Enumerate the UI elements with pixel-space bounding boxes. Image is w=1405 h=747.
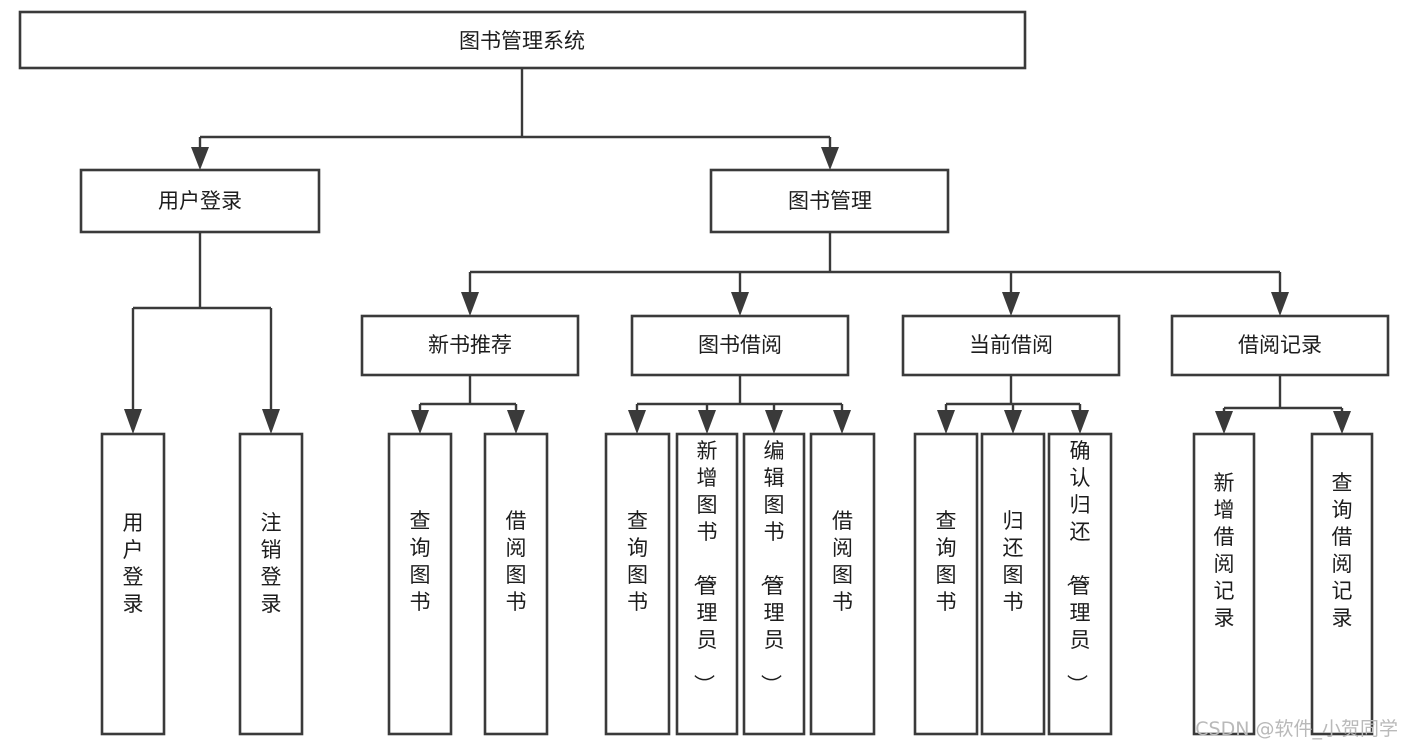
arrow-bookborrow-leaf-3 <box>765 410 783 434</box>
leaf-node-layer: 用户登录 注销登录 查询图书 借阅图书 查询图书 新增图书（管理员） 编辑图书（管理员） 借阅… <box>100 432 1374 736</box>
borrow-records-label: 借阅记录 <box>1238 333 1322 357</box>
leaf-label: 查询借阅记录 <box>1332 471 1353 630</box>
arrow-bookborrow-leaf-2 <box>698 410 716 434</box>
leaf-box <box>604 432 671 736</box>
leaf-node[interactable]: 查询图书 <box>604 432 671 736</box>
leaf-node[interactable]: 编辑图书（管理员） <box>742 432 806 736</box>
leaf-label: 用户登录 <box>123 511 144 616</box>
leaf-box <box>913 432 979 736</box>
new-book-recommend-box <box>360 314 580 377</box>
arrow-root-to-user-login <box>191 147 209 170</box>
leaf-node[interactable]: 查询图书 <box>387 432 453 736</box>
arrow-to-new-book-recommend <box>461 292 479 316</box>
leaf-node[interactable]: 查询借阅记录 <box>1310 432 1374 736</box>
arrow-to-book-borrow <box>731 292 749 316</box>
arrow-newbook-leaf-1 <box>411 410 429 434</box>
root-box <box>18 10 1027 70</box>
new-book-recommend-label: 新书推荐 <box>428 333 512 357</box>
arrow-currentborrow-leaf-1 <box>937 410 955 434</box>
node-root[interactable]: 图书管理系统 <box>18 10 1027 70</box>
leaf-box <box>238 432 304 736</box>
leaf-label: 新增图书（管理员） <box>692 439 718 695</box>
leaf-node[interactable]: 借阅图书 <box>483 432 549 736</box>
node-borrow-records[interactable]: 借阅记录 <box>1170 314 1390 377</box>
leaf-box <box>387 432 453 736</box>
book-management-label: 图书管理 <box>788 189 872 213</box>
leaf-box <box>980 432 1046 736</box>
arrow-borrowrecords-leaf-2 <box>1333 411 1351 434</box>
leaf-label: 查询图书 <box>936 509 957 614</box>
user-login-box <box>79 168 321 234</box>
connector-layer <box>124 68 1351 434</box>
current-borrow-label: 当前借阅 <box>969 333 1053 357</box>
node-user-login[interactable]: 用户登录 <box>79 168 321 234</box>
leaf-node[interactable]: 查询图书 <box>913 432 979 736</box>
leaf-label: 借阅图书 <box>832 509 853 614</box>
leaf-node[interactable]: 注销登录 <box>238 432 304 736</box>
borrow-records-box <box>1170 314 1390 377</box>
node-book-borrow[interactable]: 图书借阅 <box>630 314 850 377</box>
arrow-to-borrow-records <box>1271 292 1289 316</box>
leaf-node[interactable]: 借阅图书 <box>809 432 876 736</box>
node-book-management[interactable]: 图书管理 <box>709 168 950 234</box>
node-new-book-recommend[interactable]: 新书推荐 <box>360 314 580 377</box>
leaf-box <box>483 432 549 736</box>
user-login-label: 用户登录 <box>158 189 242 213</box>
current-borrow-box <box>901 314 1121 377</box>
arrow-currentborrow-leaf-2 <box>1004 410 1022 434</box>
arrow-root-to-book-mgmt <box>821 147 839 170</box>
leaf-label: 新增借阅记录 <box>1214 471 1235 630</box>
leaf-node[interactable]: 用户登录 <box>100 432 166 736</box>
leaf-label: 确认归还（管理员） <box>1065 439 1091 695</box>
node-current-borrow[interactable]: 当前借阅 <box>901 314 1121 377</box>
leaf-label: 借阅图书 <box>506 509 527 614</box>
arrow-borrowrecords-leaf-1 <box>1215 411 1233 434</box>
book-borrow-label: 图书借阅 <box>698 333 782 357</box>
book-borrow-box <box>630 314 850 377</box>
arrow-bookborrow-leaf-4 <box>833 410 851 434</box>
csdn-watermark: CSDN @软件_小贺同学 <box>1195 718 1398 740</box>
arrow-bookborrow-leaf-1 <box>628 410 646 434</box>
leaf-box <box>1192 432 1256 736</box>
leaf-box <box>742 432 806 736</box>
leaf-box <box>100 432 166 736</box>
leaf-label: 查询图书 <box>627 509 648 614</box>
leaf-label: 编辑图书（管理员） <box>759 439 785 695</box>
leaf-box <box>675 432 739 736</box>
leaf-box <box>1047 432 1113 736</box>
leaf-box <box>809 432 876 736</box>
root-label: 图书管理系统 <box>459 29 585 53</box>
arrow-to-leaf-user-login <box>124 409 142 434</box>
book-management-box <box>709 168 950 234</box>
leaf-node[interactable]: 新增图书（管理员） <box>675 432 739 736</box>
arrow-currentborrow-leaf-3 <box>1071 410 1089 434</box>
arrow-to-current-borrow <box>1002 292 1020 316</box>
leaf-box <box>1310 432 1374 736</box>
leaf-node[interactable]: 新增借阅记录 <box>1192 432 1256 736</box>
leaf-node[interactable]: 确认归还（管理员） <box>1047 432 1113 736</box>
leaf-label: 归还图书 <box>1003 509 1024 614</box>
leaf-label: 查询图书 <box>410 509 431 614</box>
leaf-node[interactable]: 归还图书 <box>980 432 1046 736</box>
arrow-to-leaf-logout <box>262 409 280 434</box>
leaf-label: 注销登录 <box>261 511 282 616</box>
arrow-newbook-leaf-2 <box>507 410 525 434</box>
